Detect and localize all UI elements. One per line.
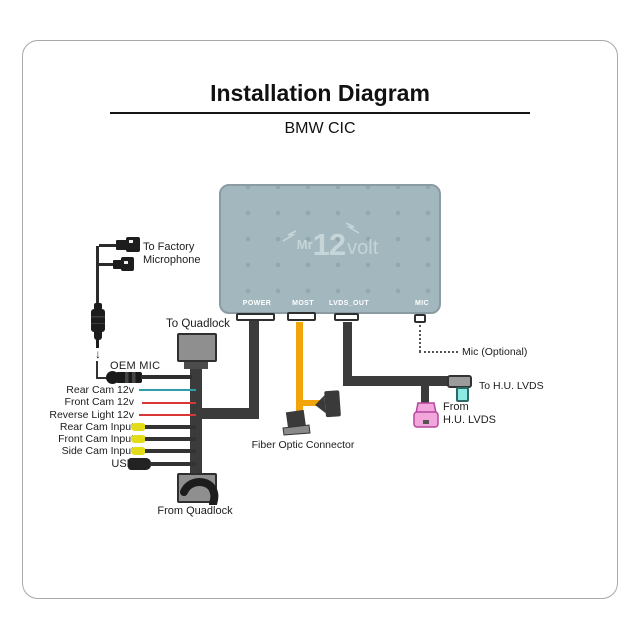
side-cam-rca-plug-icon xyxy=(131,447,146,455)
lvds-cable-vertical xyxy=(343,322,352,380)
wire-label-rear-cam-12v: Rear Cam 12v xyxy=(66,384,134,396)
title-divider xyxy=(110,112,530,114)
connector-notch xyxy=(124,261,128,264)
oem-mic-jack-icon xyxy=(106,371,119,384)
aux-plug-tip-icon xyxy=(94,331,102,340)
factory-mic-branch-lower xyxy=(99,263,114,266)
port-label-mic: MIC xyxy=(414,300,430,307)
interface-box: Mr12 volt POWER MOST LVDS_OUT MIC xyxy=(219,184,441,314)
factory-mic-connector-lower-body-icon xyxy=(121,257,134,271)
mic-port-connector xyxy=(414,314,426,323)
wire-label-rear-cam-input: Rear Cam Input xyxy=(59,421,134,433)
factory-mic-connector-lower-icon xyxy=(113,260,122,269)
label-oem-mic: OEM MIC xyxy=(110,360,161,372)
to-quadlock-connector xyxy=(177,333,217,362)
lvds-cable-branch xyxy=(421,386,429,405)
rear-cam-input-lead xyxy=(145,425,196,429)
label-mic-optional: Mic (Optional) xyxy=(462,346,528,358)
logo-suffix: volt xyxy=(347,237,379,259)
fiber-optic-cable-vertical xyxy=(296,322,303,414)
lightning-left-icon xyxy=(282,230,297,242)
rear-cam-rca-plug-icon xyxy=(131,423,146,431)
power-cable-horizontal xyxy=(194,408,259,419)
front-cam-rca-plug-icon xyxy=(131,435,146,443)
front-cam-input-lead xyxy=(145,437,196,441)
quadlock-trunk-cable xyxy=(190,368,202,474)
label-to-hu-lvds: To H.U. LVDS xyxy=(479,380,544,392)
factory-mic-cable xyxy=(96,246,99,306)
lvds-out-port-connector xyxy=(334,313,359,321)
wire-label-front-cam-12v: Front Cam 12v xyxy=(64,396,134,408)
label-to-quadlock: To Quadlock xyxy=(166,318,230,330)
reverse-light-12v-wire xyxy=(139,414,196,416)
factory-mic-branch-upper xyxy=(99,244,117,247)
label-to-factory-line1: To Factory xyxy=(143,241,195,253)
label-to-factory-line2: Microphone xyxy=(143,254,201,266)
connector-notch xyxy=(129,240,133,243)
oem-mic-jack-body-icon xyxy=(116,372,142,383)
lvds-cable-horizontal xyxy=(343,376,452,386)
port-label-power: POWER xyxy=(242,300,272,307)
fiber-optic-cable-branch xyxy=(300,400,321,406)
rear-cam-12v-wire xyxy=(139,389,196,391)
mic-dotted-line-horizontal xyxy=(419,351,458,353)
logo-prefix: Mr xyxy=(296,237,313,252)
down-arrow-icon: ↓ xyxy=(95,347,101,361)
wire-label-reverse-light-12v: Reverse Light 12v xyxy=(49,409,134,421)
mic-dotted-line-vertical xyxy=(419,325,421,352)
fiber-connector-bottom-icon xyxy=(282,409,311,436)
from-hu-lvds-connector-icon xyxy=(413,402,439,428)
label-to-factory-microphone: To Factory Microphone xyxy=(143,241,200,267)
aux-plug-body-icon xyxy=(91,309,105,332)
label-from-quadlock: From Quadlock xyxy=(157,505,233,517)
to-hu-lvds-connector-pin xyxy=(456,387,469,402)
port-label-lvds-out: LVDS_OUT xyxy=(328,300,370,307)
usb-plug-icon xyxy=(128,458,151,470)
logo-number: 12 xyxy=(312,227,346,262)
fiber-connector-right-icon xyxy=(315,390,341,418)
quadlock-pigtail-cable-icon xyxy=(180,478,219,505)
oem-mic-lead-horizontal xyxy=(96,377,108,379)
label-fiber-optic-connector: Fiber Optic Connector xyxy=(251,439,355,451)
most-port-connector xyxy=(287,312,316,321)
side-cam-input-lead xyxy=(145,449,196,453)
oem-mic-lead-vertical xyxy=(96,361,98,379)
lightning-right-icon xyxy=(345,222,360,234)
oem-mic-jack-lead xyxy=(141,375,192,379)
power-cable-vertical xyxy=(249,321,259,413)
page-title: Installation Diagram xyxy=(210,80,430,106)
diagram-card xyxy=(22,40,618,599)
mr12volt-logo: Mr12 volt xyxy=(221,222,439,263)
front-cam-12v-wire xyxy=(142,402,196,404)
wire-label-front-cam-input: Front Cam Input xyxy=(58,433,134,445)
label-from-hu-lvds-line1: From xyxy=(443,401,469,413)
wire-label-side-cam-input: Side Cam Input xyxy=(61,445,134,457)
factory-mic-connector-upper-icon xyxy=(116,240,127,250)
aux-plug-icon xyxy=(94,303,102,310)
aux-plug-pin-icon xyxy=(96,339,99,348)
power-port-connector xyxy=(236,313,275,321)
port-label-most: MOST xyxy=(292,300,314,307)
usb-lead xyxy=(150,462,196,466)
to-quadlock-connector-tab xyxy=(184,362,208,369)
model-subtitle: BMW CIC xyxy=(284,120,356,137)
label-from-hu-lvds-line2: H.U. LVDS xyxy=(443,414,496,426)
